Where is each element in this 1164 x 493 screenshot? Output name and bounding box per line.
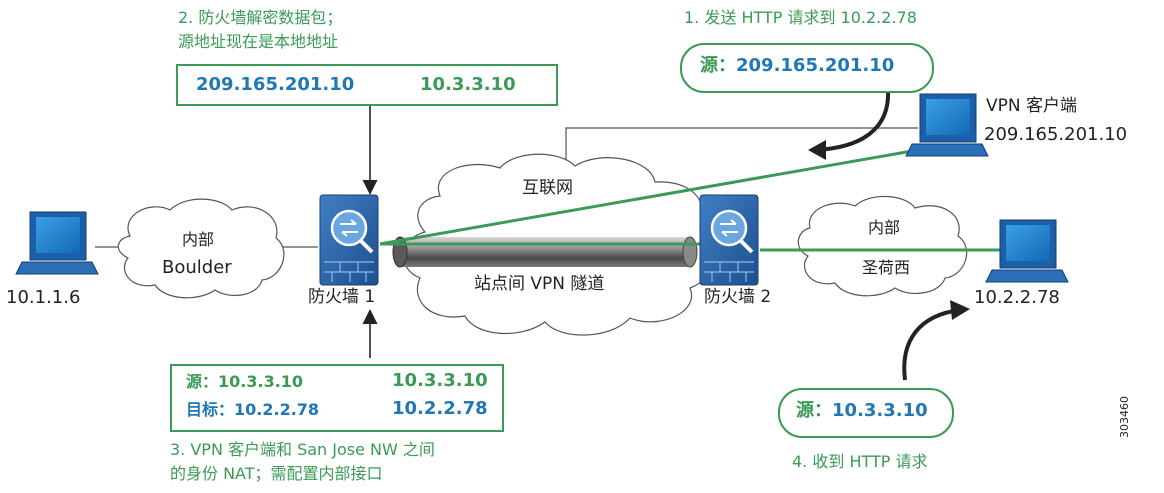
vpn-tunnel <box>392 236 698 268</box>
computer-icon <box>905 93 989 157</box>
arrow-icon <box>950 300 970 320</box>
step3-row1-to: 10.3.3.10 <box>392 370 488 391</box>
figure-id: 303460 <box>1118 396 1131 438</box>
step1-source-prefix: 源： <box>700 55 736 76</box>
step2-from-address: 209.165.201.10 <box>196 74 355 95</box>
firewall-icon <box>319 194 379 286</box>
sanjose-cloud-line1: 内部 <box>868 218 901 237</box>
step3-row2: 目标：10.2.2.78 <box>186 400 319 419</box>
step2-label-line2: 源地址现在是本地地址 <box>178 32 339 51</box>
step4-source-value: 10.3.3.10 <box>832 400 928 421</box>
step4-label: 4. 收到 HTTP 请求 <box>792 452 928 471</box>
step2-to-address: 10.3.3.10 <box>420 74 516 95</box>
vpn-client-name: VPN 客户端 <box>986 96 1078 116</box>
boulder-cloud <box>117 198 285 299</box>
computer-icon <box>15 211 99 275</box>
step4-source-pill <box>778 388 954 438</box>
boulder-host-ip: 10.1.1.6 <box>6 287 81 308</box>
firewall1-label: 防火墙 1 <box>308 287 376 307</box>
step3-row1: 源：10.3.3.10 <box>186 372 303 391</box>
arrow-icon <box>902 308 961 381</box>
sanjose-host-ip: 10.2.2.78 <box>974 287 1060 308</box>
firewall-icon <box>699 194 759 286</box>
step4-source-prefix: 源： <box>796 400 832 421</box>
sanjose-cloud-line2: 圣荷西 <box>862 258 911 277</box>
step2-nat-box <box>176 64 558 106</box>
arrow-icon <box>808 140 826 160</box>
step1-source-pill <box>680 43 934 93</box>
step3-row1-prefix: 源： <box>186 372 219 391</box>
step1-source: 源：209.165.201.10 <box>700 55 894 77</box>
vpn-client-ip: 209.165.201.10 <box>984 124 1128 145</box>
tunnel-label: 站点间 VPN 隧道 <box>474 274 605 294</box>
step4-source: 源：10.3.3.10 <box>796 400 928 422</box>
sanjose-cloud <box>797 195 968 297</box>
arrow-icon <box>814 89 891 152</box>
firewall2-label: 防火墙 2 <box>704 287 772 307</box>
internet-label: 互联网 <box>522 178 573 198</box>
computer-icon <box>985 219 1069 283</box>
step1-label: 1. 发送 HTTP 请求到 10.2.2.78 <box>684 8 917 27</box>
step3-nat-box <box>170 364 504 432</box>
step3-row2-to: 10.2.2.78 <box>392 398 488 419</box>
step3-row2-prefix: 目标： <box>186 400 235 419</box>
step3-label-line1: 3. VPN 客户端和 San Jose NW 之间 <box>170 440 435 459</box>
step2-label-line1: 2. 防火墙解密数据包； <box>178 8 343 27</box>
step1-source-value: 209.165.201.10 <box>736 55 895 76</box>
step3-label-line2: 的身份 NAT；需配置内部接口 <box>170 464 383 483</box>
boulder-cloud-line2: Boulder <box>162 257 232 278</box>
step3-row1-from: 10.3.3.10 <box>218 372 304 391</box>
step3-row2-from: 10.2.2.78 <box>234 400 320 419</box>
boulder-cloud-line1: 内部 <box>182 230 215 249</box>
traffic-paths <box>379 148 1000 252</box>
